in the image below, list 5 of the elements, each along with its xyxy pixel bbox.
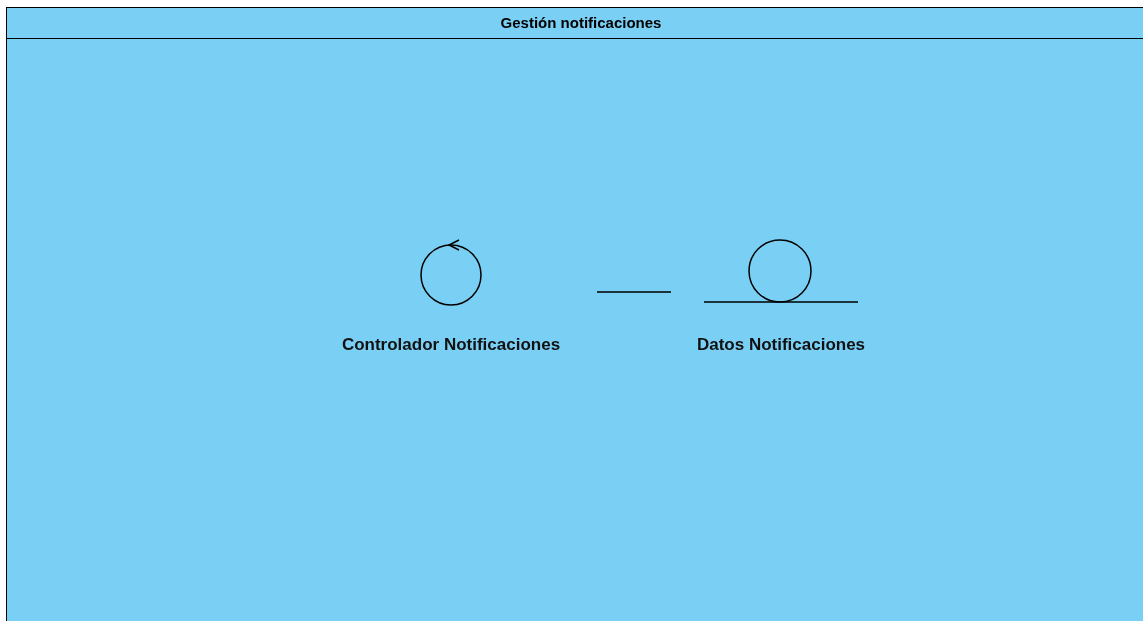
association-line bbox=[596, 291, 672, 293]
element-label: Controlador Notificaciones bbox=[341, 333, 561, 356]
package-title: Gestión notificaciones bbox=[500, 12, 662, 33]
package-frame bbox=[6, 7, 1143, 621]
element-label: Datos Notificaciones bbox=[696, 333, 866, 356]
